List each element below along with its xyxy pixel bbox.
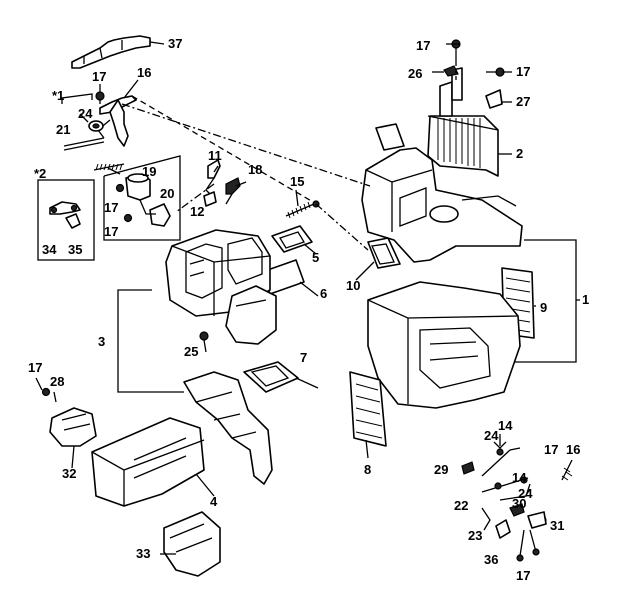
part-33-duct [163, 511, 221, 577]
part-7-frame [243, 361, 299, 393]
callout-5: 5 [312, 250, 319, 265]
callout-17-h: 17 [516, 568, 530, 583]
part-37-bracket [71, 35, 151, 69]
callout-star2: *2 [34, 166, 46, 181]
callout-27: 27 [516, 94, 530, 109]
callout-18: 18 [248, 162, 262, 177]
part-21-spring [63, 137, 105, 151]
part-11-lever [205, 159, 221, 195]
part-1-bracket [514, 239, 577, 363]
callout-37: 37 [168, 36, 182, 51]
callout-9: 9 [540, 300, 547, 315]
callout-6: 6 [320, 286, 327, 301]
part-19-20-box [103, 155, 181, 241]
callout-28: 28 [50, 374, 64, 389]
callout-14: 14 [498, 418, 513, 433]
callout-32: 32 [62, 466, 76, 481]
callout-8: 8 [364, 462, 371, 477]
part-12 [203, 191, 217, 207]
guide-lines [121, 62, 457, 251]
callout-25: 25 [184, 344, 198, 359]
callout-24: 24 [78, 106, 93, 121]
callout-4: 4 [210, 494, 218, 509]
callout-36: 36 [484, 552, 498, 567]
part-star2-box [37, 179, 95, 261]
callout-labels: 37 16 17 *1 24 21 14 *2 34 35 19 20 17 1… [28, 36, 589, 583]
part-16-rod [97, 95, 321, 207]
callout-33: 33 [136, 546, 150, 561]
callout-22: 22 [454, 498, 468, 513]
callout-35: 35 [68, 242, 82, 257]
callout-19: 19 [142, 164, 156, 179]
callout-21: 21 [56, 122, 70, 137]
part-15-spring [285, 200, 320, 219]
callout-24-b: 24 [484, 428, 499, 443]
callout-star1: *1 [52, 88, 64, 103]
part-3-bracket [117, 289, 273, 485]
callout-17: 17 [92, 69, 106, 84]
part-linkage-group [461, 434, 573, 562]
callout-31: 31 [550, 518, 564, 533]
callout-23: 23 [468, 528, 482, 543]
part-17-right-bolt [486, 67, 505, 77]
callout-34: 34 [42, 242, 57, 257]
callout-2: 2 [516, 146, 523, 161]
callout-7: 7 [300, 350, 307, 365]
part-17-top-bolt [451, 39, 461, 62]
callout-17-b: 17 [104, 200, 118, 215]
callout-17-c: 17 [104, 224, 118, 239]
part-25-screw [199, 331, 209, 341]
part-17-screw [95, 91, 105, 104]
callout-14-b: 14 [512, 470, 527, 485]
part-10-gasket [367, 237, 401, 269]
part-housing-center [165, 229, 277, 345]
callout-12: 12 [190, 204, 204, 219]
part-star1-wire [61, 93, 93, 104]
callout-17-d: 17 [28, 360, 42, 375]
callout-3: 3 [98, 334, 105, 349]
part-13-spring [93, 163, 125, 171]
callout-15: 15 [290, 174, 304, 189]
callout-30: 30 [512, 496, 526, 511]
callout-17-e: 17 [416, 38, 430, 53]
callout-20: 20 [160, 186, 174, 201]
part-32-duct [49, 407, 97, 447]
callout-10: 10 [346, 278, 360, 293]
callout-17-g: 17 [544, 442, 558, 457]
part-5-frame [271, 225, 313, 253]
part-lower-right-housing [367, 281, 521, 409]
callout-11: 11 [208, 148, 222, 163]
part-8-filter [349, 371, 387, 447]
callout-1: 1 [582, 292, 589, 307]
callout-17-f: 17 [516, 64, 530, 79]
part-24-washer [88, 120, 104, 132]
callout-24-d: 24 [518, 486, 533, 501]
leader-lines [35, 41, 580, 555]
callout-16-b: 16 [566, 442, 580, 457]
part-26-clip [443, 65, 459, 77]
callout-26: 26 [408, 66, 422, 81]
part-28-screw [41, 387, 57, 403]
part-27-clip [485, 89, 503, 109]
part-4-case [91, 417, 205, 507]
part-upper-right-housing [361, 123, 523, 263]
callout-16: 16 [137, 65, 151, 80]
part-18-clip [225, 177, 241, 205]
part-2-evaporator [427, 67, 499, 177]
callout-29: 29 [434, 462, 448, 477]
